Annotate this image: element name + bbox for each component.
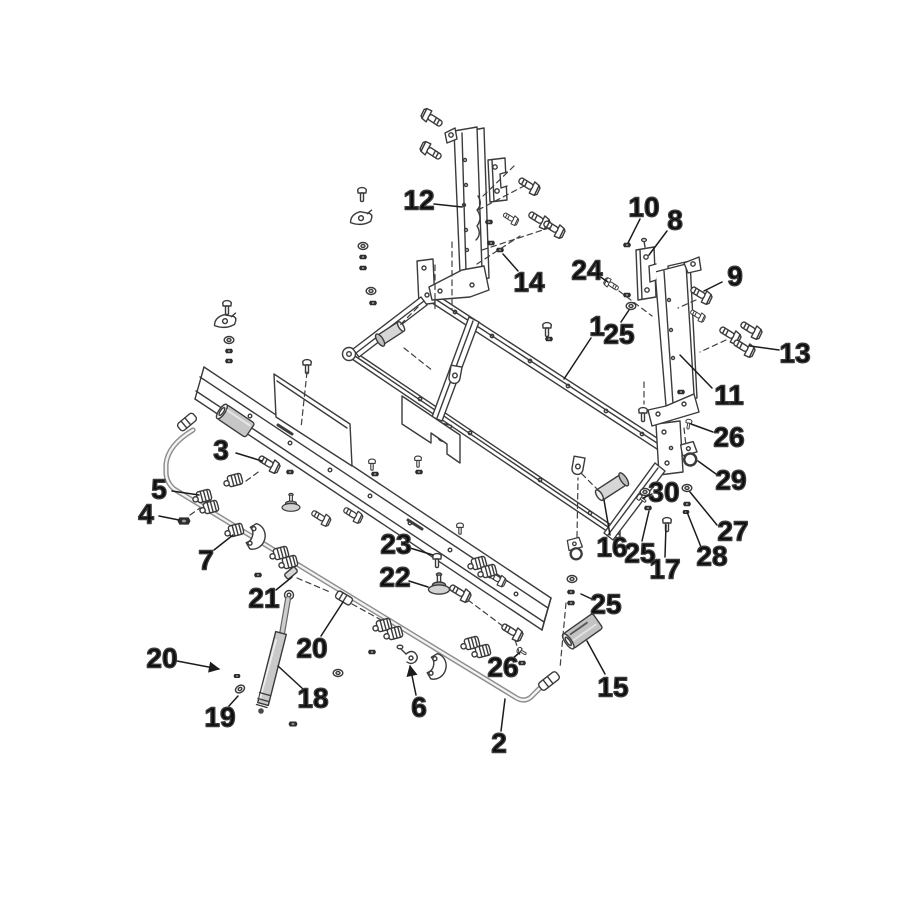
- callout-16-15: 16: [596, 532, 627, 563]
- callout-25-33: 25: [590, 589, 621, 620]
- leader-line-21-24: [275, 576, 293, 591]
- leader-line-11-9: [679, 354, 713, 389]
- leader-line-25-16: [641, 510, 650, 542]
- leader-line-1-8: [563, 337, 592, 380]
- callout-15-32: 15: [597, 672, 628, 703]
- callout-28-13: 28: [696, 541, 727, 572]
- leader-line-23-22: [409, 547, 434, 556]
- callout-20-26: 20: [146, 643, 177, 674]
- leader-line-22-23: [408, 580, 429, 588]
- callout-26-10: 26: [713, 422, 744, 453]
- callout-17-17: 17: [649, 554, 680, 585]
- leader-line-6-29: [406, 664, 418, 696]
- callout-9-6: 9: [727, 261, 743, 292]
- leader-line-2-30: [500, 698, 506, 732]
- leader-line-17-17: [664, 524, 667, 558]
- bracket-12: [428, 126, 490, 301]
- leader-line-7-21: [213, 534, 234, 551]
- callout-18-28: 18: [297, 683, 328, 714]
- callout-5-19: 5: [151, 474, 167, 505]
- callout-7-21: 7: [198, 545, 214, 576]
- leader-line-16-15: [603, 499, 611, 536]
- leader-line-14-1: [502, 253, 519, 272]
- callout-23-22: 23: [380, 529, 411, 560]
- callout-2-30: 2: [491, 728, 507, 759]
- hardware-clamps: [190, 472, 498, 661]
- callout-27-12: 27: [717, 516, 748, 547]
- frame-assembly-drawing: 1214108242591311126292728301625173547232…: [138, 106, 812, 759]
- leader-line-10-2: [627, 218, 641, 244]
- leader-line-15-32: [586, 640, 606, 675]
- bracket-11: [647, 256, 702, 427]
- spacer-block-14: [487, 157, 508, 203]
- callout-3-18: 3: [213, 435, 229, 466]
- leader-line-24-4: [598, 275, 609, 283]
- callout-12-0: 12: [403, 185, 434, 216]
- leader-line-29-11: [697, 460, 717, 475]
- leader-line-13-7: [749, 345, 780, 351]
- leader-line-9-6: [703, 281, 723, 292]
- callout-24-4: 24: [571, 255, 603, 286]
- callout-21-24: 21: [248, 583, 279, 614]
- leader-line-26-10: [690, 423, 714, 433]
- spacer-block-8: [635, 237, 657, 301]
- leader-line-26-31: [510, 652, 520, 661]
- leader-line-5-19: [171, 490, 200, 496]
- callout-30-14: 30: [648, 477, 679, 508]
- callout-6-29: 6: [411, 692, 427, 723]
- assembly-guide-lines: [189, 165, 727, 669]
- leader-line-20-25: [320, 601, 344, 637]
- leader-line-8-3: [648, 230, 668, 256]
- gas-strut-18: [255, 589, 295, 714]
- callout-4-20: 4: [138, 499, 154, 530]
- callout-29-11: 29: [715, 465, 746, 496]
- main-frame-weldment: [341, 258, 684, 541]
- callout-11-9: 11: [714, 380, 744, 411]
- latch-tube-15: [561, 613, 603, 650]
- leader-line-25-5: [620, 309, 630, 323]
- roll-pin-21: [284, 566, 298, 580]
- callout-25-16: 25: [624, 538, 655, 569]
- leader-line-27-12: [689, 491, 718, 526]
- spacer-tube: [215, 403, 255, 438]
- callout-26-31: 26: [487, 652, 518, 683]
- callout-14-1: 14: [513, 267, 545, 298]
- stabilizer-rod: [163, 412, 560, 703]
- callout-1-8: 1: [589, 311, 605, 342]
- leader-line-19-27: [228, 695, 239, 707]
- leader-line-25-33: [580, 593, 595, 601]
- callout-8-3: 8: [667, 205, 683, 236]
- leader-line-20-26: [176, 660, 221, 673]
- leader-line-3-18: [235, 452, 263, 462]
- callout-25-5: 25: [603, 319, 634, 350]
- callout-13-7: 13: [779, 338, 810, 369]
- callout-20-25: 20: [296, 633, 327, 664]
- leader-line-30-14: [642, 493, 653, 499]
- callout-19-27: 19: [204, 702, 235, 733]
- leader-line-4-20: [158, 515, 180, 521]
- clevis-pin-16: [594, 472, 630, 502]
- callout-10-2: 10: [628, 192, 659, 223]
- leader-line-12-0: [433, 203, 463, 208]
- leader-line-18-28: [277, 665, 304, 690]
- callout-22-23: 22: [379, 562, 410, 593]
- clevis-pin-left: [374, 320, 406, 347]
- leader-line-28-13: [686, 511, 702, 548]
